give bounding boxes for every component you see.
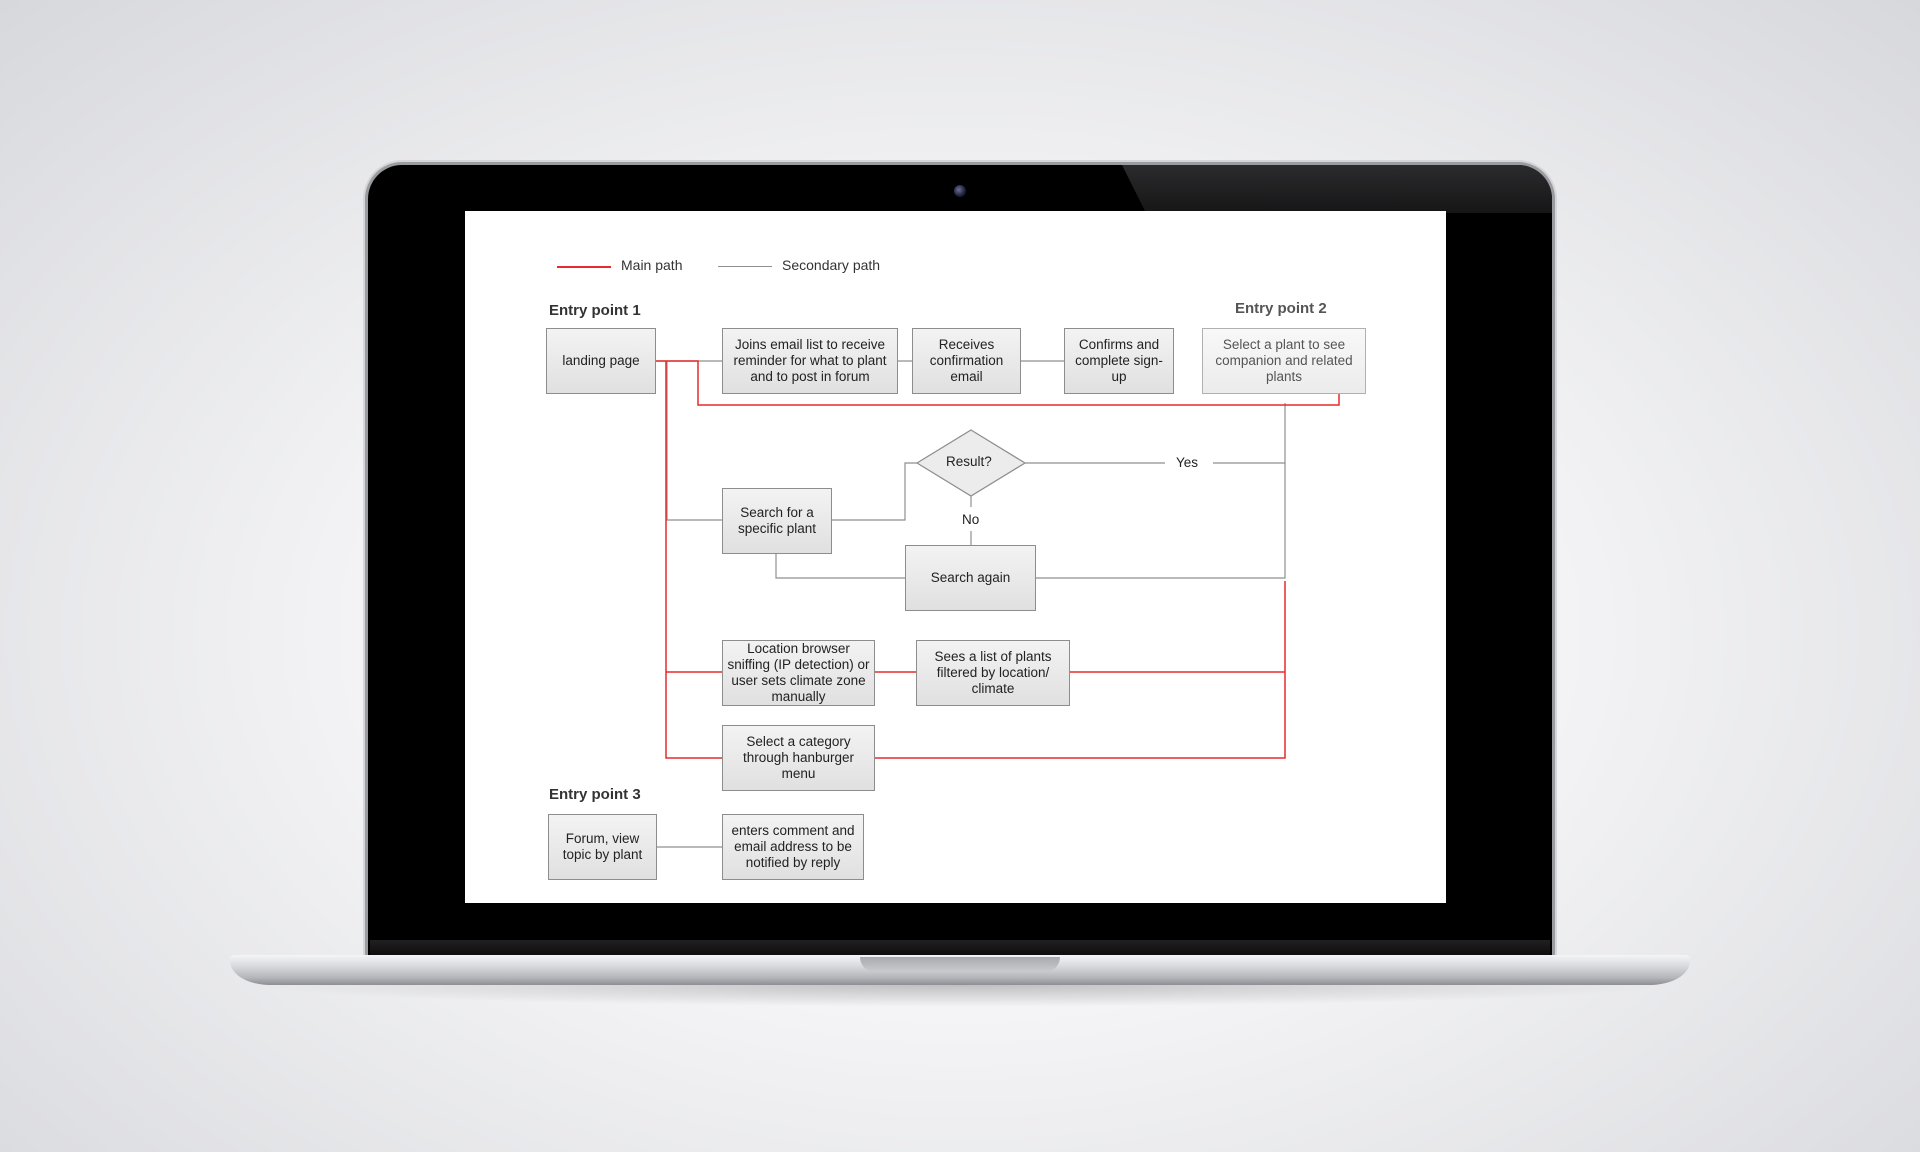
lid-glare	[1122, 165, 1552, 213]
heading-entry-point-3: Entry point 3	[549, 786, 641, 803]
camera-icon	[954, 185, 966, 197]
main-line-landing-select	[656, 360, 1340, 406]
secondary-line-landing-search	[666, 361, 722, 521]
heading-entry-point-2: Entry point 2	[1235, 300, 1327, 317]
secondary-line-yes-select	[1213, 403, 1286, 464]
legend-secondary-swatch	[718, 266, 772, 267]
laptop-hinge	[370, 940, 1550, 957]
node-receives-confirmation: Receives confirmation email	[912, 328, 1021, 394]
laptop-base-notch	[860, 957, 1060, 972]
legend-secondary-label: Secondary path	[782, 257, 881, 273]
node-enter-comment: enters comment and email address to be n…	[722, 814, 864, 880]
node-location-sniffing: Location browser sniffing (IP detection)…	[722, 640, 875, 706]
node-select-category: Select a category through hanburger menu	[722, 725, 875, 791]
node-forum-view: Forum, view topic by plant	[548, 814, 657, 880]
secondary-line-again-spine	[1036, 463, 1286, 579]
result-decision-diamond	[915, 429, 1027, 497]
label-result-decision: Result?	[946, 454, 992, 469]
main-line-spine	[665, 361, 722, 759]
node-landing-page: landing page	[546, 328, 656, 394]
connector-lines	[656, 360, 1340, 848]
main-line-category-spine	[874, 581, 1286, 759]
legend-main-swatch	[557, 266, 611, 268]
laptop-shadow	[250, 985, 1670, 1007]
screen: Main path Secondary path Entry point 1 E…	[465, 211, 1446, 903]
heading-entry-point-1: Entry point 1	[549, 302, 641, 319]
node-search-plant: Search for a specific plant	[722, 488, 832, 554]
node-confirms-signup: Confirms and complete sign-up	[1064, 328, 1174, 394]
node-filtered-list: Sees a list of plants filtered by locati…	[916, 640, 1070, 706]
secondary-line-search-again	[775, 552, 906, 579]
label-no: No	[962, 512, 980, 527]
node-search-again: Search again	[905, 545, 1036, 611]
label-yes: Yes	[1176, 455, 1199, 470]
node-join-email: Joins email list to receive reminder for…	[722, 328, 898, 394]
main-path-lines	[656, 360, 1340, 759]
secondary-line-search-decision	[830, 462, 917, 521]
node-select-plant: Select a plant to see companion and rela…	[1202, 328, 1366, 394]
legend-main-label: Main path	[621, 257, 683, 273]
